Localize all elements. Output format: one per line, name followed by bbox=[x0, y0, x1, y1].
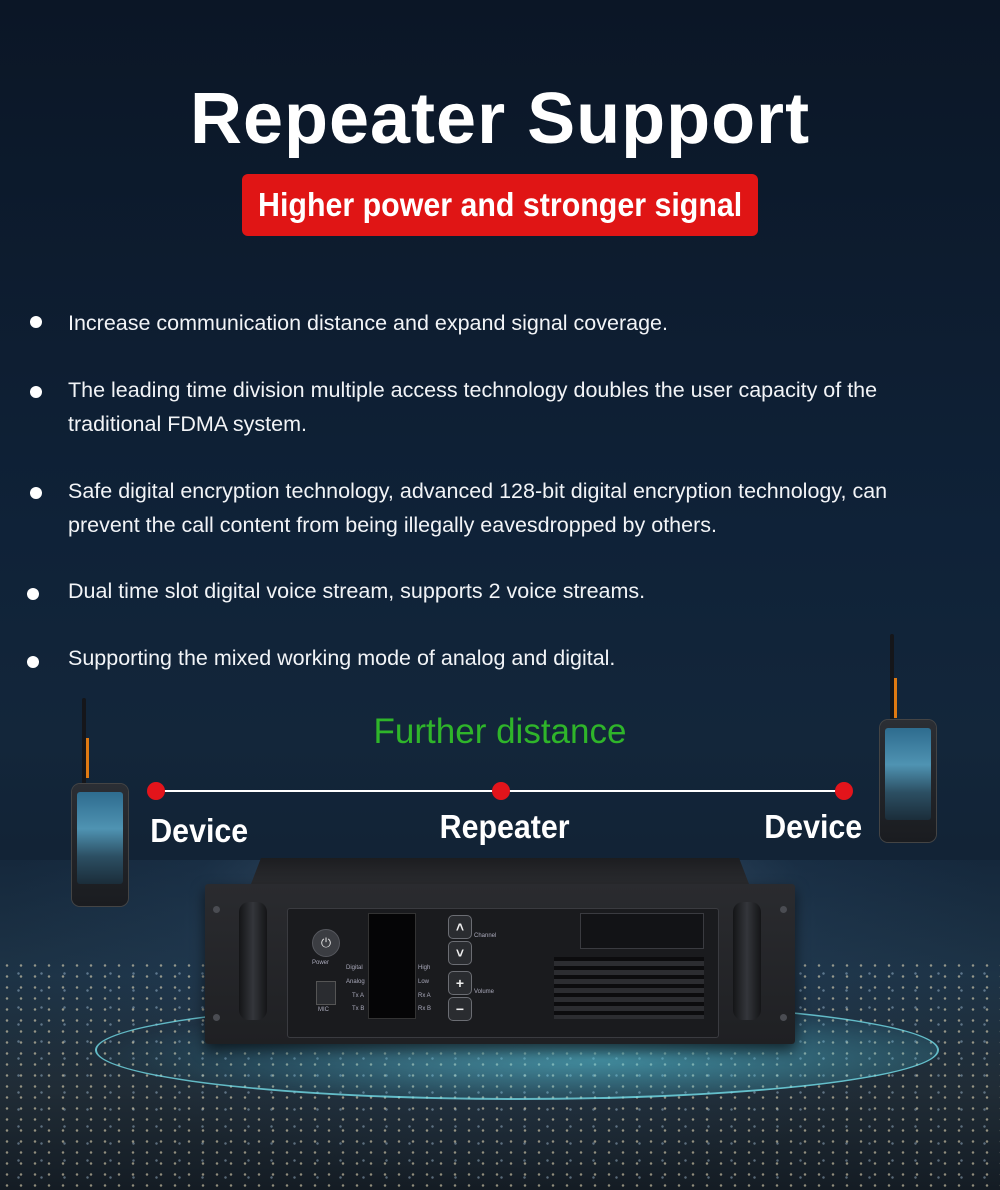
volume-down-button[interactable]: − bbox=[448, 997, 472, 1021]
feature-item: Supporting the mixed working mode of ana… bbox=[68, 646, 616, 670]
indicator-label: High bbox=[418, 965, 431, 971]
indicator-label: Tx B bbox=[352, 1006, 365, 1012]
radio-body bbox=[72, 784, 128, 906]
bullet-dot bbox=[27, 656, 39, 668]
repeater-unit: ⏻ Power MIC Digital Analog Tx A Tx B Hig… bbox=[205, 858, 795, 1044]
volume-label: Volume bbox=[474, 989, 495, 995]
feature-item: The leading time division multiple acces… bbox=[68, 378, 878, 436]
node-dot-device-right bbox=[835, 782, 853, 800]
volume-up-button[interactable]: + bbox=[448, 971, 472, 995]
bullet-dot bbox=[30, 487, 42, 499]
mic-label: MIC bbox=[318, 1007, 329, 1013]
feature-item: Safe digital encryption technology, adva… bbox=[68, 479, 888, 537]
indicator-label: Rx A bbox=[418, 993, 431, 999]
subtitle-text: Higher power and stronger signal bbox=[257, 186, 743, 223]
antenna bbox=[82, 698, 86, 786]
lcd-display bbox=[368, 913, 416, 1019]
power-icon: ⏻ bbox=[320, 935, 332, 950]
bullet-dot bbox=[30, 316, 42, 328]
bullet-dot bbox=[27, 588, 39, 600]
node-label-device-left: Device bbox=[150, 812, 249, 849]
antenna-accent bbox=[894, 678, 897, 718]
node-label-device-right: Device bbox=[764, 808, 863, 845]
minus-icon: − bbox=[455, 1001, 465, 1017]
rack-handle-left bbox=[239, 902, 267, 1020]
node-label-repeater: Repeater bbox=[439, 808, 570, 845]
control-panel: ⏻ Power MIC Digital Analog Tx A Tx B Hig… bbox=[287, 908, 719, 1038]
indicator-label: Digital bbox=[346, 965, 363, 971]
radio-screen bbox=[885, 728, 931, 820]
antenna bbox=[890, 634, 894, 722]
indicator-label: Low bbox=[418, 979, 430, 985]
screw bbox=[780, 1014, 787, 1021]
repeater-top bbox=[251, 858, 749, 884]
indicator-label: Analog bbox=[346, 979, 365, 985]
indicator-label: Tx A bbox=[352, 993, 365, 999]
feature-item: Increase communication distance and expa… bbox=[68, 311, 668, 335]
mic-jack[interactable] bbox=[316, 981, 336, 1005]
speaker-grille bbox=[554, 957, 704, 1019]
rack-handle-right bbox=[733, 902, 761, 1020]
indicator-label: Rx B bbox=[418, 1006, 432, 1012]
bullet-dot bbox=[30, 386, 42, 398]
chevron-up-icon: ˄ bbox=[455, 919, 465, 935]
repeater-front-panel: ⏻ Power MIC Digital Analog Tx A Tx B Hig… bbox=[205, 884, 795, 1044]
subtitle-banner: Higher power and stronger signal bbox=[242, 174, 758, 236]
channel-label: Channel bbox=[474, 933, 497, 939]
radio-screen bbox=[77, 792, 123, 884]
screw bbox=[780, 906, 787, 913]
status-window bbox=[580, 913, 704, 949]
power-label: Power bbox=[312, 960, 330, 966]
feature-item: Dual time slot digital voice stream, sup… bbox=[68, 579, 646, 603]
channel-down-button[interactable]: ˅ bbox=[448, 941, 472, 965]
power-button[interactable]: ⏻ bbox=[312, 929, 340, 957]
screw bbox=[213, 906, 220, 913]
chevron-down-icon: ˅ bbox=[455, 945, 465, 961]
antenna-accent bbox=[86, 738, 89, 778]
screw bbox=[213, 1014, 220, 1021]
node-dot-device-left bbox=[147, 782, 165, 800]
radio-body bbox=[880, 720, 936, 842]
plus-icon: + bbox=[455, 975, 465, 991]
further-distance-caption: Further distance bbox=[373, 712, 627, 751]
node-dot-repeater bbox=[492, 782, 510, 800]
page-title: Repeater Support bbox=[189, 79, 811, 159]
channel-up-button[interactable]: ˄ bbox=[448, 915, 472, 939]
